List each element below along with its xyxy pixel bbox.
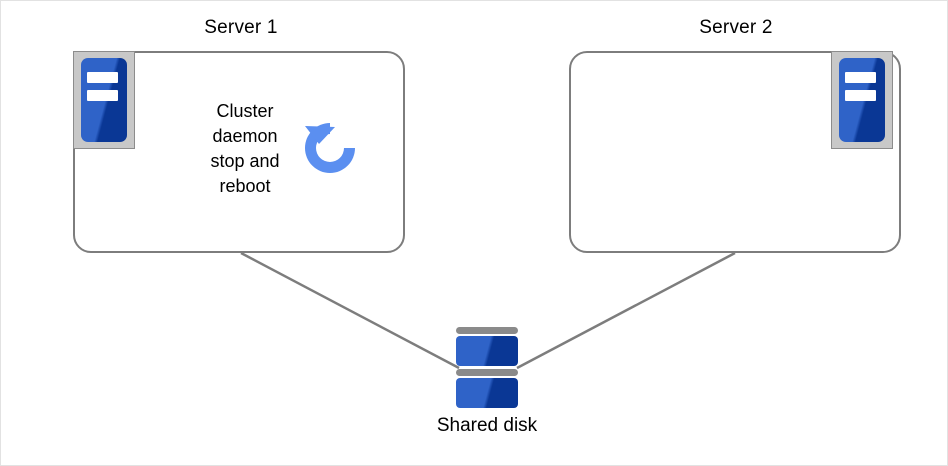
server-bay-bar (844, 72, 876, 84)
status-line: reboot (219, 176, 271, 196)
connector-server1-to-disk (240, 251, 460, 370)
connector-server2-to-disk (516, 251, 736, 370)
server1-status-text: Cluster daemon stop and reboot (187, 99, 303, 199)
shared-disk-icon[interactable] (456, 327, 518, 411)
server-bay-bar (86, 89, 118, 101)
server2-server-icon (831, 51, 893, 149)
server-bay-bar (844, 89, 876, 101)
status-line: stop and (210, 151, 280, 171)
server-bay-bar (86, 72, 118, 84)
server1-server-icon (73, 51, 135, 149)
disk-body (456, 378, 518, 408)
server-chassis (839, 58, 885, 142)
disk-plate (456, 369, 518, 376)
disk-plate (456, 327, 518, 334)
server-chassis (81, 58, 127, 142)
disk-body (456, 336, 518, 366)
status-line: daemon (212, 126, 278, 146)
server2-title: Server 2 (699, 17, 773, 38)
shared-disk-label: Shared disk (436, 415, 538, 436)
reboot-icon (305, 123, 355, 173)
status-line: Cluster (216, 101, 274, 121)
server1-title: Server 1 (204, 17, 278, 38)
